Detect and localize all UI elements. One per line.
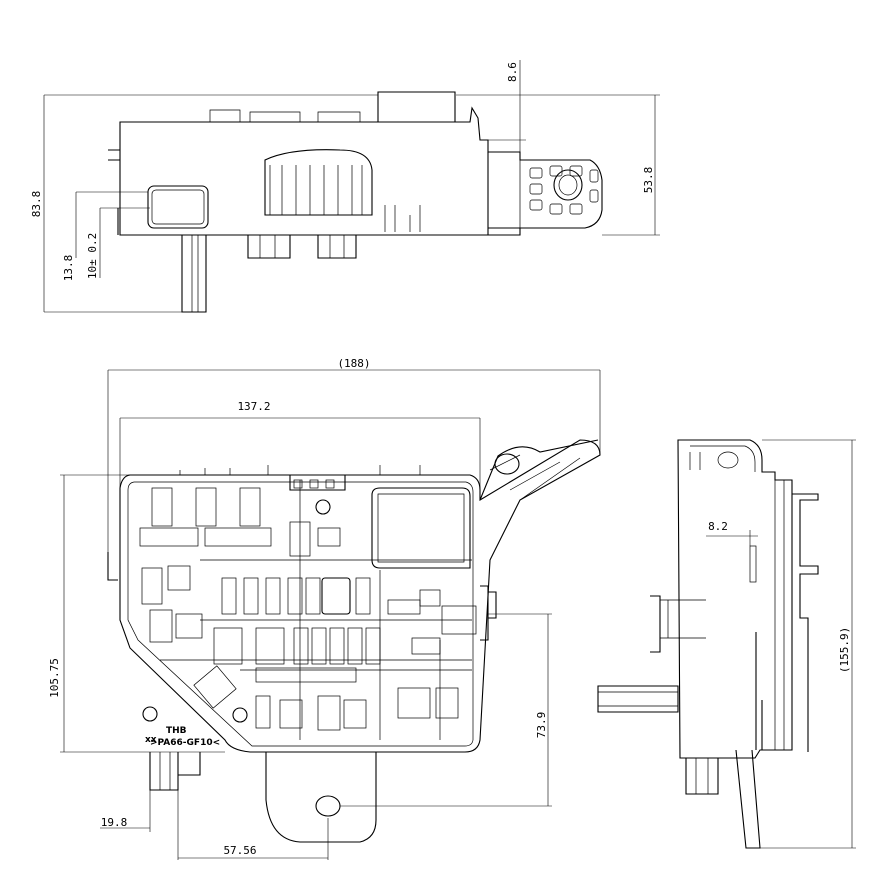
- front-view-dimensions: (188) 137.2 105.75 73.9 19.8 57.56: [48, 357, 601, 860]
- dim-top-left-a: 13.8: [62, 255, 75, 282]
- dim-bracket-height: 73.9: [535, 712, 548, 739]
- dim-bottom-width: 57.56: [223, 844, 256, 857]
- top-view: [108, 91, 603, 313]
- front-view: xx THB >PA66-GF10<: [107, 439, 601, 843]
- dim-overall-width: (188): [337, 357, 370, 370]
- marking-xx: xx: [145, 735, 157, 745]
- dim-top-height: 83.8: [30, 191, 43, 218]
- dim-front-height: 105.75: [48, 658, 61, 698]
- dim-top-tab: 8.6: [506, 62, 519, 82]
- dim-side-height: (155.9): [838, 627, 851, 673]
- side-view: [597, 439, 819, 849]
- top-view-dimensions: 83.8 8.6 53.8 13.8 10± 0.2: [30, 60, 660, 313]
- dim-body-width: 137.2: [237, 400, 270, 413]
- marking-material: >PA66-GF10<: [150, 738, 220, 748]
- marking-thb: THB: [166, 726, 187, 736]
- dim-side-offset: 8.2: [708, 520, 728, 533]
- side-view-dimensions: 8.2 (155.9): [706, 439, 856, 849]
- dim-top-left-b: 10± 0.2: [86, 233, 99, 279]
- dim-bottom-left: 19.8: [101, 816, 128, 829]
- dim-top-right-height: 53.8: [642, 167, 655, 194]
